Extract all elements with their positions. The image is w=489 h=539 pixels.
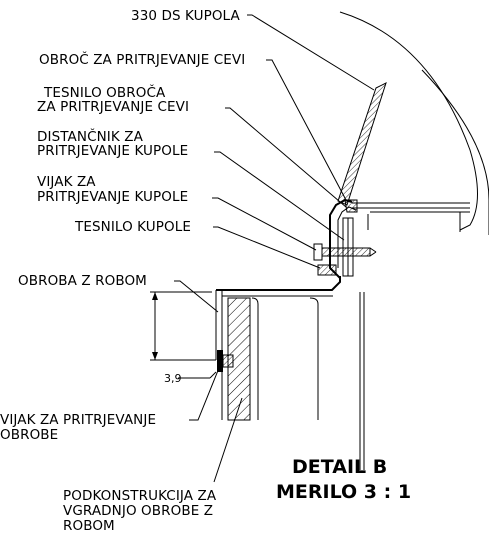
tube-wall-right <box>309 297 319 420</box>
label-ring-seal-2: ZA PRITRJEVANJE CEVI <box>37 99 189 115</box>
label-screw-flash-2: OBROBE <box>0 427 58 443</box>
detail-title: DETAIL B <box>292 456 387 478</box>
leader-dome <box>247 14 375 91</box>
dim-leader-diag <box>209 371 217 379</box>
leader-ring <box>266 59 347 201</box>
label-spacer-1: DISTANČNIK ZA <box>37 127 144 145</box>
label-screw-flash-1: VIJAK ZA PRITRJEVANJE <box>0 412 156 428</box>
leader-screw <box>212 197 317 251</box>
label-sub-1: PODKONSTRUKCIJA ZA <box>63 488 217 504</box>
dome-seal-block <box>317 264 337 276</box>
label-dome-seal: TESNILO KUPOLE <box>74 219 191 235</box>
ring-seal <box>344 199 358 213</box>
label-sub-3: ROBOM <box>63 518 115 534</box>
leader-flashing <box>174 280 219 313</box>
label-sub-2: VGRADNJO OBROBE Z <box>63 503 213 519</box>
tube-wall-left <box>251 297 259 420</box>
label-flashing: OBROBA Z ROBOM <box>18 273 147 289</box>
leader-sub <box>213 397 243 483</box>
flash-screw-head <box>217 350 223 372</box>
label-dimension: 3,9 <box>164 372 182 385</box>
label-ring-seal-1: TESNILO OBROČA <box>43 83 166 101</box>
flash-screw-shank <box>222 354 234 368</box>
dome-screw-shank <box>321 247 371 257</box>
label-dome: 330 DS KUPOLA <box>131 8 240 24</box>
dome-outline-arc <box>421 69 489 235</box>
leader-seal <box>213 226 321 269</box>
detail-scale: MERILO 3 : 1 <box>276 481 411 503</box>
leader-spacer <box>214 151 345 241</box>
label-spacer-2: PRITRJEVANJE KUPOLE <box>37 143 188 159</box>
dim-arrow-bottom <box>152 352 158 360</box>
dome-screw-head <box>313 243 323 261</box>
leader-flash-screw <box>189 367 220 421</box>
flashing-plate <box>216 276 341 291</box>
label-screw-dome-2: PRITRJEVANJE KUPOLE <box>37 189 188 205</box>
dome-screw-tip <box>369 247 377 253</box>
dome-shell <box>337 82 387 206</box>
dome-inner-arc <box>339 11 478 231</box>
dome-screw-tip2 <box>369 251 377 257</box>
label-screw-dome-1: VIJAK ZA <box>37 174 96 190</box>
label-ring: OBROČ ZA PRITRJEVANJE CEVI <box>39 50 245 68</box>
dim-arrow-top <box>152 292 158 300</box>
leader-ring-seal <box>225 107 347 208</box>
